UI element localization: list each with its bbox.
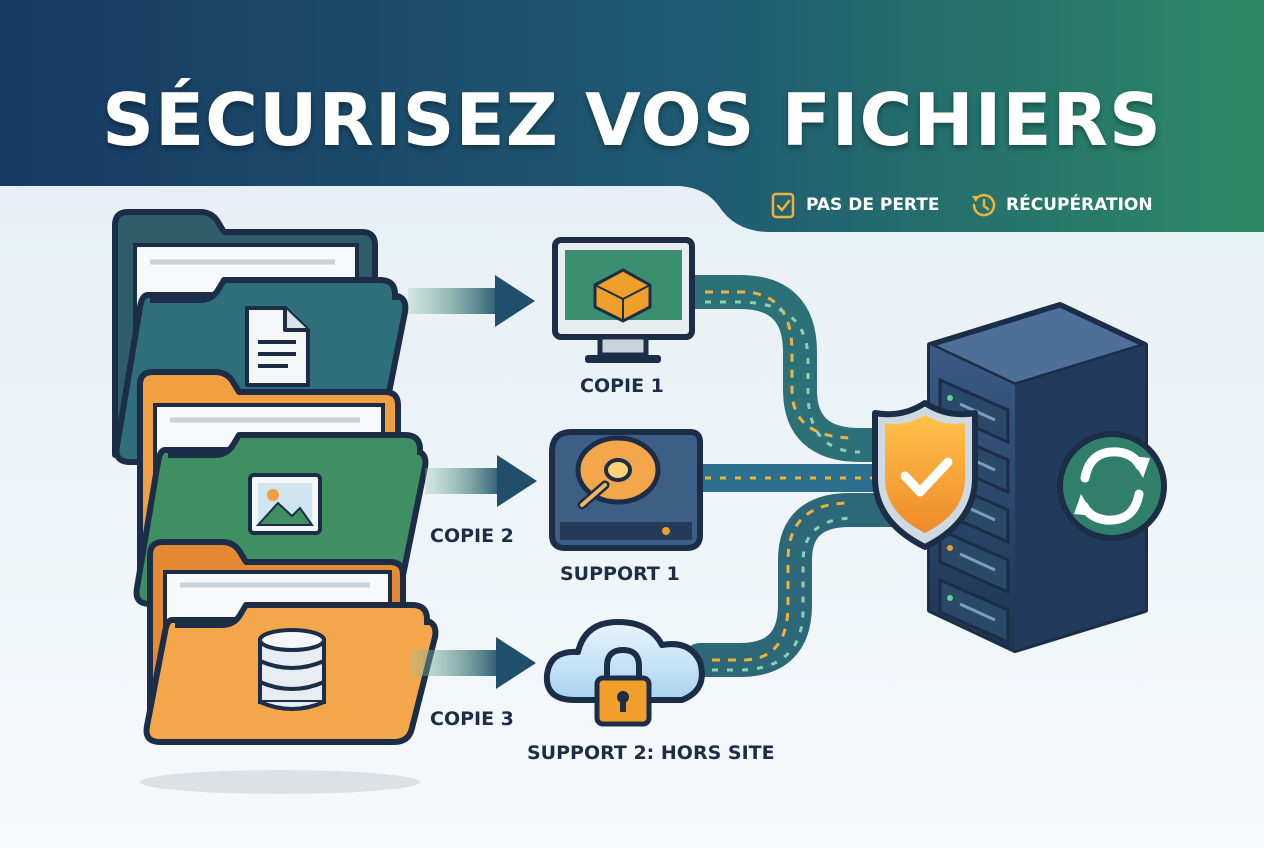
shield-check-icon	[872, 400, 978, 550]
image-icon	[248, 473, 322, 535]
arrow-copie-1	[408, 275, 535, 327]
badge-recovery: RÉCUPÉRATION	[968, 192, 1153, 218]
checklist-icon	[771, 192, 795, 219]
server-led	[947, 595, 953, 601]
badge-no-loss-label: PAS DE PERTE	[806, 195, 940, 215]
label-copie-2: COPIE 2	[430, 525, 514, 547]
data-paths	[673, 275, 922, 677]
label-support-2: SUPPORT 2: HORS SITE	[527, 742, 775, 764]
badge-no-loss: PAS DE PERTE	[768, 192, 940, 219]
arrow-copie-3	[412, 637, 536, 689]
monitor-icon	[552, 237, 695, 363]
page-title: SÉCURISEZ VOS FICHIERS	[102, 78, 1162, 162]
server-vent	[959, 552, 996, 572]
server-vent	[959, 602, 996, 622]
server-led	[947, 395, 953, 401]
server-led	[947, 545, 953, 551]
folder-stack	[112, 209, 439, 745]
restore-clock-icon	[972, 193, 996, 217]
hard-drive-icon	[549, 429, 703, 551]
database-icon	[258, 628, 326, 711]
label-copie-3: COPIE 3	[430, 708, 514, 730]
sync-icon	[1057, 431, 1167, 541]
arrow-copie-2	[425, 455, 537, 507]
cloud-lock-icon	[543, 619, 705, 727]
badge-recovery-label: RÉCUPÉRATION	[1006, 195, 1153, 215]
document-icon	[245, 306, 310, 387]
label-copie-1: COPIE 1	[580, 375, 664, 397]
label-support-1: SUPPORT 1	[560, 563, 680, 585]
